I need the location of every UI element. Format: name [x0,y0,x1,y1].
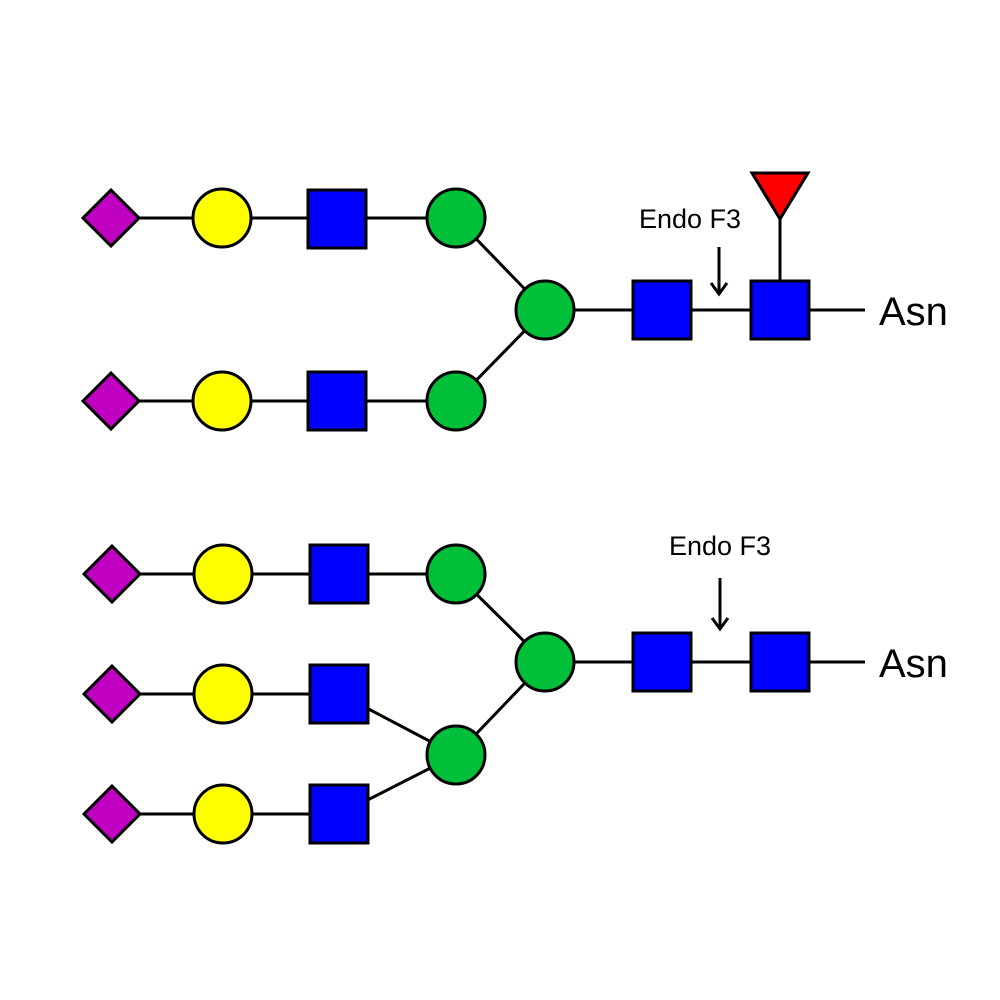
galactose-circle [192,783,254,845]
core-glcnac-square [631,279,693,341]
glcnac-square [306,188,368,250]
sialic-acid-diamond [81,783,143,845]
glcnac-square [308,783,370,845]
mannose-circle [425,724,487,786]
sialic-acid-diamond [80,187,142,249]
galactose-circle [191,370,253,432]
triantennary-glycan: Endo F3 Asn [81,531,948,845]
enzyme-label: Endo F3 [639,204,741,234]
fucose-triangle [749,171,811,222]
galactose-circle [191,187,253,249]
glcnac-square [306,370,368,432]
sialic-acid-diamond [81,543,143,605]
asparagine-label: Asn [879,642,948,686]
cleavage-arrow-icon [709,247,729,297]
sialic-acid-diamond [80,370,142,432]
core-glcnac-square [631,631,693,693]
galactose-circle [192,663,254,725]
galactose-circle [192,543,254,605]
core-mannose-circle [514,631,576,693]
sialic-acid-diamond [81,663,143,725]
reducing-glcnac-square [749,631,811,693]
core-mannose-circle [514,279,576,341]
reducing-glcnac-square [749,279,811,341]
mannose-circle [425,187,487,249]
cleavage-arrow-icon [710,578,730,632]
mannose-circle [425,370,487,432]
enzyme-label: Endo F3 [669,531,771,561]
glcnac-square [308,663,370,725]
asparagine-label: Asn [879,290,948,334]
mannose-circle [425,543,487,605]
biantennary-glycan: Endo F3 Asn [80,171,948,432]
glcnac-square [308,543,370,605]
